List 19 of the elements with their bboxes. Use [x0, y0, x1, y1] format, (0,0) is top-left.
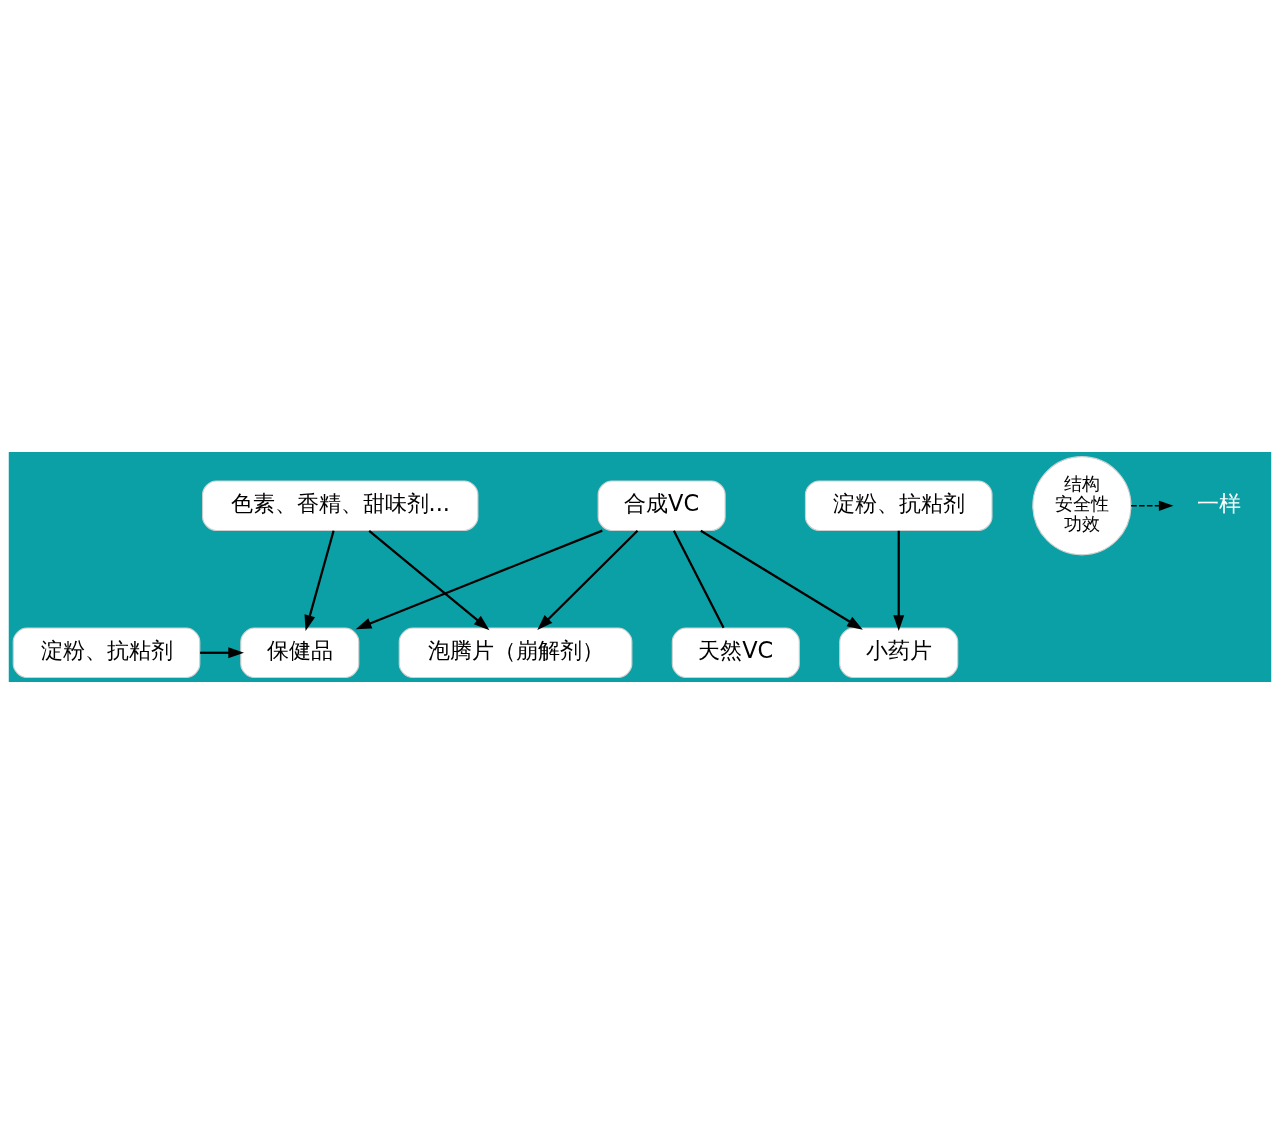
arrow	[304, 530, 335, 631]
arrow	[700, 529, 863, 630]
node-circle: 结构 安全性 功效	[1032, 456, 1132, 556]
node-box: 小药片	[839, 627, 959, 679]
arrow	[1130, 500, 1174, 511]
arrow	[200, 647, 245, 659]
node-box: 色素、香精、甜味剂...	[202, 480, 479, 532]
arrow	[355, 529, 603, 630]
arrow	[893, 530, 905, 632]
node-text: 一样	[1196, 490, 1241, 517]
node-box: 合成VC	[597, 480, 726, 532]
node-box: 泡腾片（崩解剂）	[398, 627, 633, 679]
node-box: 淀粉、抗粘剂	[12, 627, 201, 679]
node-box: 保健品	[240, 627, 360, 679]
node-box: 淀粉、抗粘剂	[804, 480, 993, 532]
connector	[672, 530, 725, 629]
node-box: 天然VC	[671, 627, 800, 679]
arrow	[368, 529, 490, 631]
arrow	[537, 530, 639, 631]
